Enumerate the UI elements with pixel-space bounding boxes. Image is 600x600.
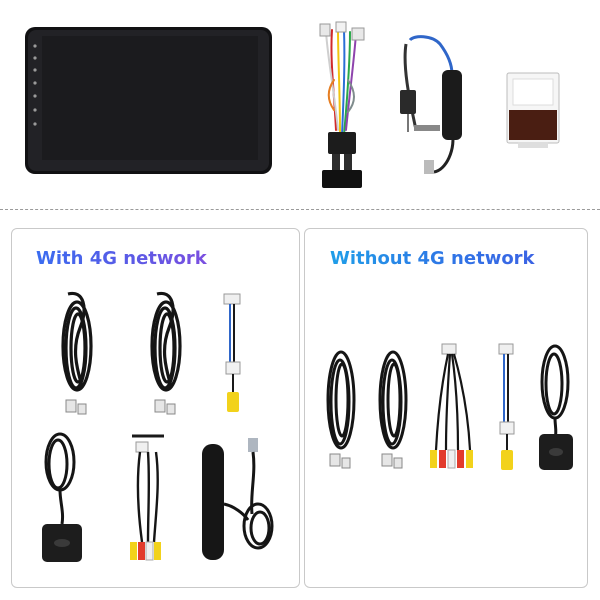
coiled-cable-icon bbox=[150, 291, 182, 415]
camera-adapter-cable-icon bbox=[498, 343, 515, 470]
coiled-cable-icon bbox=[61, 291, 93, 415]
section-divider bbox=[0, 209, 600, 210]
gps-antenna-icon bbox=[539, 344, 573, 470]
accessory-card-icon bbox=[506, 72, 560, 148]
fused-cable-icon bbox=[400, 35, 462, 174]
head-unit-screen bbox=[25, 27, 272, 174]
power-harness-icon bbox=[319, 21, 365, 188]
gps-antenna-icon bbox=[42, 432, 82, 562]
with-4g-title: With 4G network bbox=[36, 246, 207, 272]
camera-adapter-cable-icon bbox=[223, 293, 241, 412]
rca-harness-icon bbox=[430, 343, 473, 469]
without-4g-title: Without 4G network bbox=[330, 246, 535, 272]
4g-antenna-icon bbox=[202, 438, 274, 560]
coiled-cable-icon bbox=[326, 350, 356, 469]
coiled-cable-icon bbox=[378, 350, 408, 469]
rca-harness-icon bbox=[130, 434, 164, 561]
